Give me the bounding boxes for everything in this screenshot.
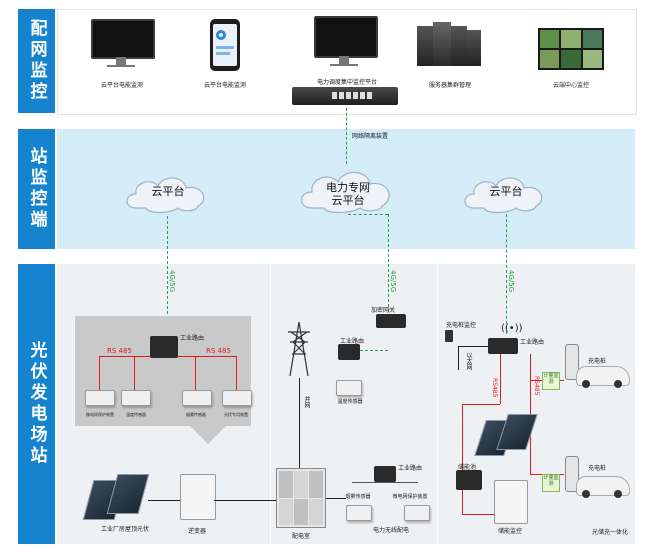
device-pv-special — [222, 390, 252, 406]
cloud-center-label: 电力专网 云平台 — [326, 181, 370, 207]
middle-smoke-label: 烟雾传感器 — [345, 494, 371, 500]
battery-icon — [456, 470, 482, 490]
device-2-label: 温度传感器 — [126, 412, 146, 417]
top-item-5-label: 云端中心监控 — [552, 82, 589, 89]
router-middle-top-label: 工业路由 — [340, 338, 365, 345]
rs485-right-label: RS 485 — [206, 347, 231, 355]
left-station-callout — [75, 316, 251, 426]
top-item-3-label: 电力调度集中监控平台 — [316, 79, 377, 86]
middle-smoke-device — [346, 505, 372, 521]
line-inverter-switchgear — [214, 500, 276, 501]
charger-monitor-icon — [445, 330, 453, 342]
inverter-icon — [180, 474, 216, 520]
router-icon-middle-top — [338, 344, 360, 360]
rs485-drop-2 — [134, 356, 135, 390]
cloud-icon-center — [300, 171, 390, 214]
section-bottom-title: 光伏发电场站 — [18, 264, 55, 544]
switchgear-icon — [276, 468, 326, 528]
battery-label: 储能池 — [458, 464, 477, 471]
isolation-label: 网络隔离装置 — [352, 133, 389, 140]
isolation-link — [346, 108, 347, 164]
section-top-title: 配网监控 — [18, 9, 55, 113]
device-temp-sensor — [121, 390, 151, 406]
middle-protect-label: 微电网保护装置 — [392, 494, 428, 500]
line-router-devices — [352, 482, 418, 483]
link-middle — [388, 214, 389, 312]
link-middle-gateway-router — [360, 350, 388, 351]
grid-label: 并网 — [303, 396, 310, 408]
middle-temp-sensor — [336, 380, 362, 396]
top-item-1-label: 云平台电能监测 — [100, 82, 143, 89]
rs485-right-left-drop — [462, 404, 463, 514]
ethernet-label: 以太网 — [465, 352, 472, 370]
link-right — [506, 214, 507, 334]
middle-temp-sensor-label: 温度传感器 — [337, 399, 363, 405]
network-switch-icon — [292, 87, 398, 105]
cloud-left-label: 云平台 — [151, 185, 185, 198]
integrated-label: 光储充一体化 — [591, 529, 628, 536]
link-middle-label: 4G/5G — [389, 270, 397, 293]
rs485-bus-left-h — [99, 356, 150, 357]
router-right-label: 工业路由 — [520, 339, 545, 346]
rs485-right-a — [500, 354, 501, 404]
inverter-label: 逆变器 — [187, 528, 206, 535]
cloud-right-label: 云平台 — [489, 185, 523, 198]
storage-monitor-label: 储能监控 — [497, 528, 522, 535]
station-divider-1 — [270, 264, 271, 544]
device-3-label: 烟雾传感器 — [186, 412, 206, 417]
switchgear-label: 配电室 — [291, 533, 310, 540]
charger-top-label: 充电桩 — [588, 358, 607, 365]
meter-bottom: 计量监测 — [542, 474, 560, 492]
line-panel-inverter — [148, 500, 180, 501]
rs485-drop-3 — [195, 356, 196, 390]
rs485-right-bottom — [462, 514, 498, 515]
rs485-a-label: RS485 — [491, 378, 498, 398]
link-left-label: 4G/5G — [168, 270, 176, 293]
rs485-left-label: RS 485 — [107, 347, 132, 355]
middle-protect-device — [404, 505, 430, 521]
cloud-icon-left — [126, 177, 205, 214]
router-icon-right — [488, 338, 518, 354]
panel-label-left: 工业厂房屋顶光伏 — [100, 526, 149, 533]
cloud-icon-right — [464, 177, 543, 214]
rs485-bus-right-h — [178, 356, 236, 357]
section-middle-title: 站监控端 — [18, 129, 55, 249]
router-middle-bottom-label: 工业路由 — [398, 465, 423, 472]
left-router-label: 工业路由 — [180, 335, 205, 342]
meter-top: 计量监测 — [542, 372, 560, 390]
wifi-icon: ((•)) — [501, 323, 523, 334]
rs485-drop-4 — [236, 356, 237, 390]
device-1-label: 微电网保护装置 — [86, 412, 114, 417]
router-icon-left — [150, 336, 178, 358]
pylon-icon — [284, 320, 314, 378]
top-item-4-label: 服务器集群管理 — [428, 82, 471, 89]
left-station-callout-arrow — [190, 426, 226, 444]
rs485-b-label: RS485 — [533, 376, 540, 396]
wireless-label: 电力无线配电 — [372, 527, 409, 534]
link-right-label: 4G/5G — [507, 270, 515, 293]
device-4-label: 光伏专用装置 — [224, 412, 248, 417]
rs485-right-left-loop — [462, 404, 500, 405]
ethernet-line — [458, 346, 459, 370]
link-left — [167, 216, 168, 334]
link-middle-horizontal — [348, 214, 388, 215]
storage-monitor-icon — [494, 480, 528, 524]
device-microgrid-protect — [85, 390, 115, 406]
line-switchgear-devices — [326, 498, 346, 499]
charger-icon-top — [565, 344, 579, 380]
charger-icon-bottom — [565, 456, 579, 492]
router-icon-middle-bottom — [374, 466, 396, 482]
charger-monitor-label: 充电桩监控 — [446, 322, 477, 329]
charger-bottom-label: 充电桩 — [588, 465, 607, 472]
enc-gateway-label: 加密网关 — [370, 307, 395, 314]
grid-line — [299, 378, 300, 470]
rs485-drop-1 — [99, 356, 100, 390]
station-divider-2 — [437, 264, 438, 544]
video-wall-icon — [538, 28, 604, 70]
top-item-2-label: 云平台电能监测 — [203, 82, 246, 89]
device-smoke-sensor — [182, 390, 212, 406]
ethernet-line-h — [458, 346, 488, 347]
enc-gateway-icon — [376, 314, 406, 328]
